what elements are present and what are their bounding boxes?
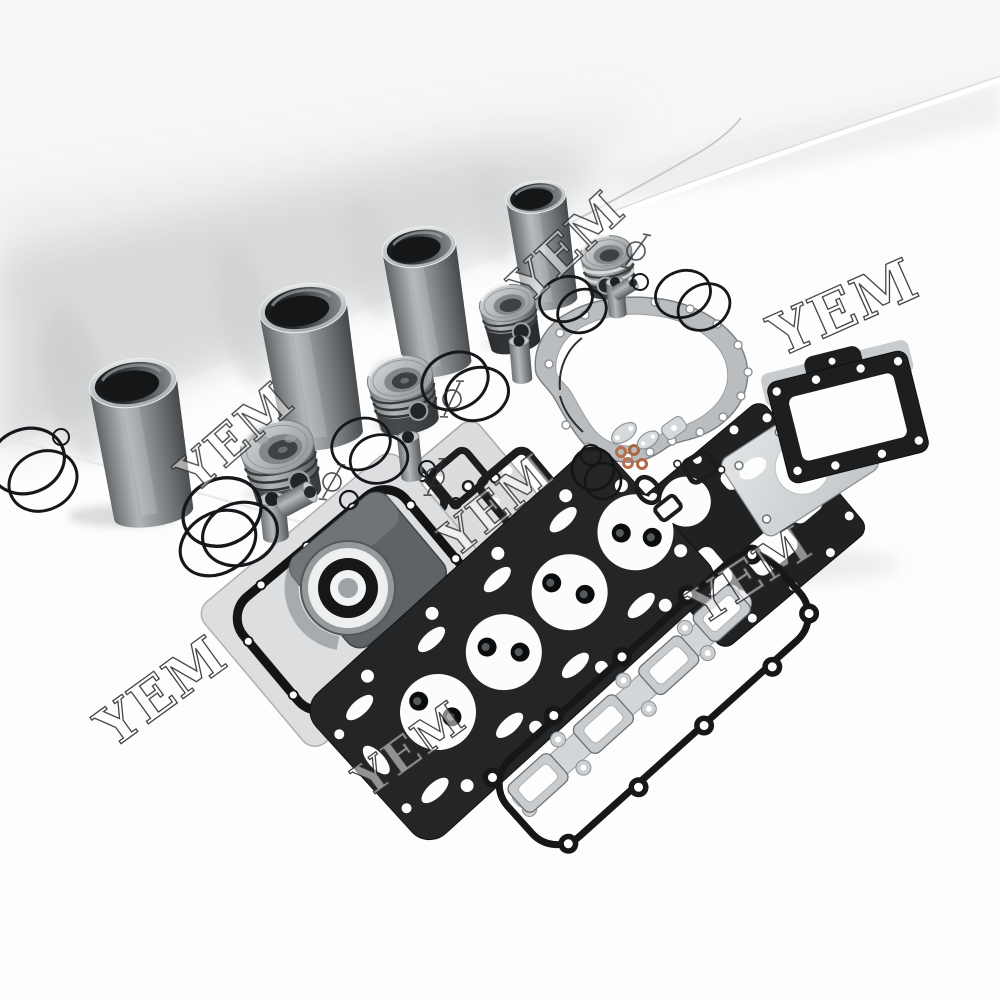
manifold-bolt-ears	[522, 584, 740, 817]
small-o-ring	[579, 443, 603, 467]
exhaust-manifold-gasket	[507, 584, 752, 817]
piston-pin-4	[508, 335, 533, 384]
circlip	[52, 428, 70, 446]
backdrop-wire-line	[559, 117, 742, 229]
circlip	[631, 273, 649, 291]
o-ring-large-2	[583, 461, 623, 501]
cover-frame-gasket	[760, 340, 929, 484]
small-gaskets-and-seals	[570, 416, 726, 523]
mini-metal-gasket-2	[636, 430, 660, 450]
circlip	[338, 489, 360, 511]
centerline-mark-icon	[318, 463, 346, 501]
copper-washers	[615, 444, 648, 470]
small-port-gasket-black	[653, 493, 683, 523]
thermostat-gasket	[673, 449, 726, 485]
piston-ring	[181, 476, 263, 548]
oval-port-gasket	[634, 474, 662, 506]
cylinder-liner-3	[381, 225, 472, 378]
piston-ring	[7, 449, 79, 513]
gasket-set	[200, 296, 929, 854]
valve-cover-gasket	[482, 544, 820, 854]
piston-ring-sets	[0, 268, 732, 578]
backdrop-crease-highlight	[609, 77, 1000, 219]
centerline-marks	[318, 233, 652, 501]
piston-ring	[444, 365, 510, 423]
mini-metal-gasket-1	[611, 422, 637, 444]
piston-ring	[676, 282, 732, 332]
cylinder-liners	[88, 180, 578, 528]
backdrop-crease-edge	[611, 75, 1000, 213]
liner-wall-shadow-4	[474, 162, 514, 266]
piston-ring	[201, 500, 279, 568]
piston-1	[240, 419, 322, 510]
cylinder-liner-1	[88, 357, 194, 528]
piston-pin-2	[276, 481, 318, 517]
piston-ring	[556, 287, 608, 335]
o-ring-large	[570, 446, 616, 492]
piston-ring	[330, 416, 392, 472]
pistons	[240, 234, 636, 510]
valve-cover-bolt-tabs	[482, 544, 820, 854]
manifold-ports	[507, 584, 751, 813]
centerline-mark-icon	[423, 458, 447, 496]
piston-ring	[0, 426, 66, 496]
circlip	[418, 460, 436, 478]
frame-gasket-bolt-holes	[772, 357, 924, 476]
small-port-gasket-silver	[661, 416, 687, 440]
centerline-mark-icon	[620, 233, 652, 269]
piston-ring	[348, 433, 410, 485]
liner-wall-shadow-1	[41, 308, 109, 462]
liner-wall-shadow-2	[216, 244, 274, 386]
centerline-mark-icon	[439, 380, 465, 418]
liner-wall-shadow-3	[346, 199, 396, 321]
head-gasket-valve-seals	[409, 523, 662, 727]
piston-ring	[178, 508, 258, 578]
timing-cover-gasket	[534, 296, 753, 463]
cylinder-liner-4	[505, 180, 578, 311]
cylinder-liner-2	[258, 282, 363, 451]
head-gasket-holes	[334, 479, 688, 814]
